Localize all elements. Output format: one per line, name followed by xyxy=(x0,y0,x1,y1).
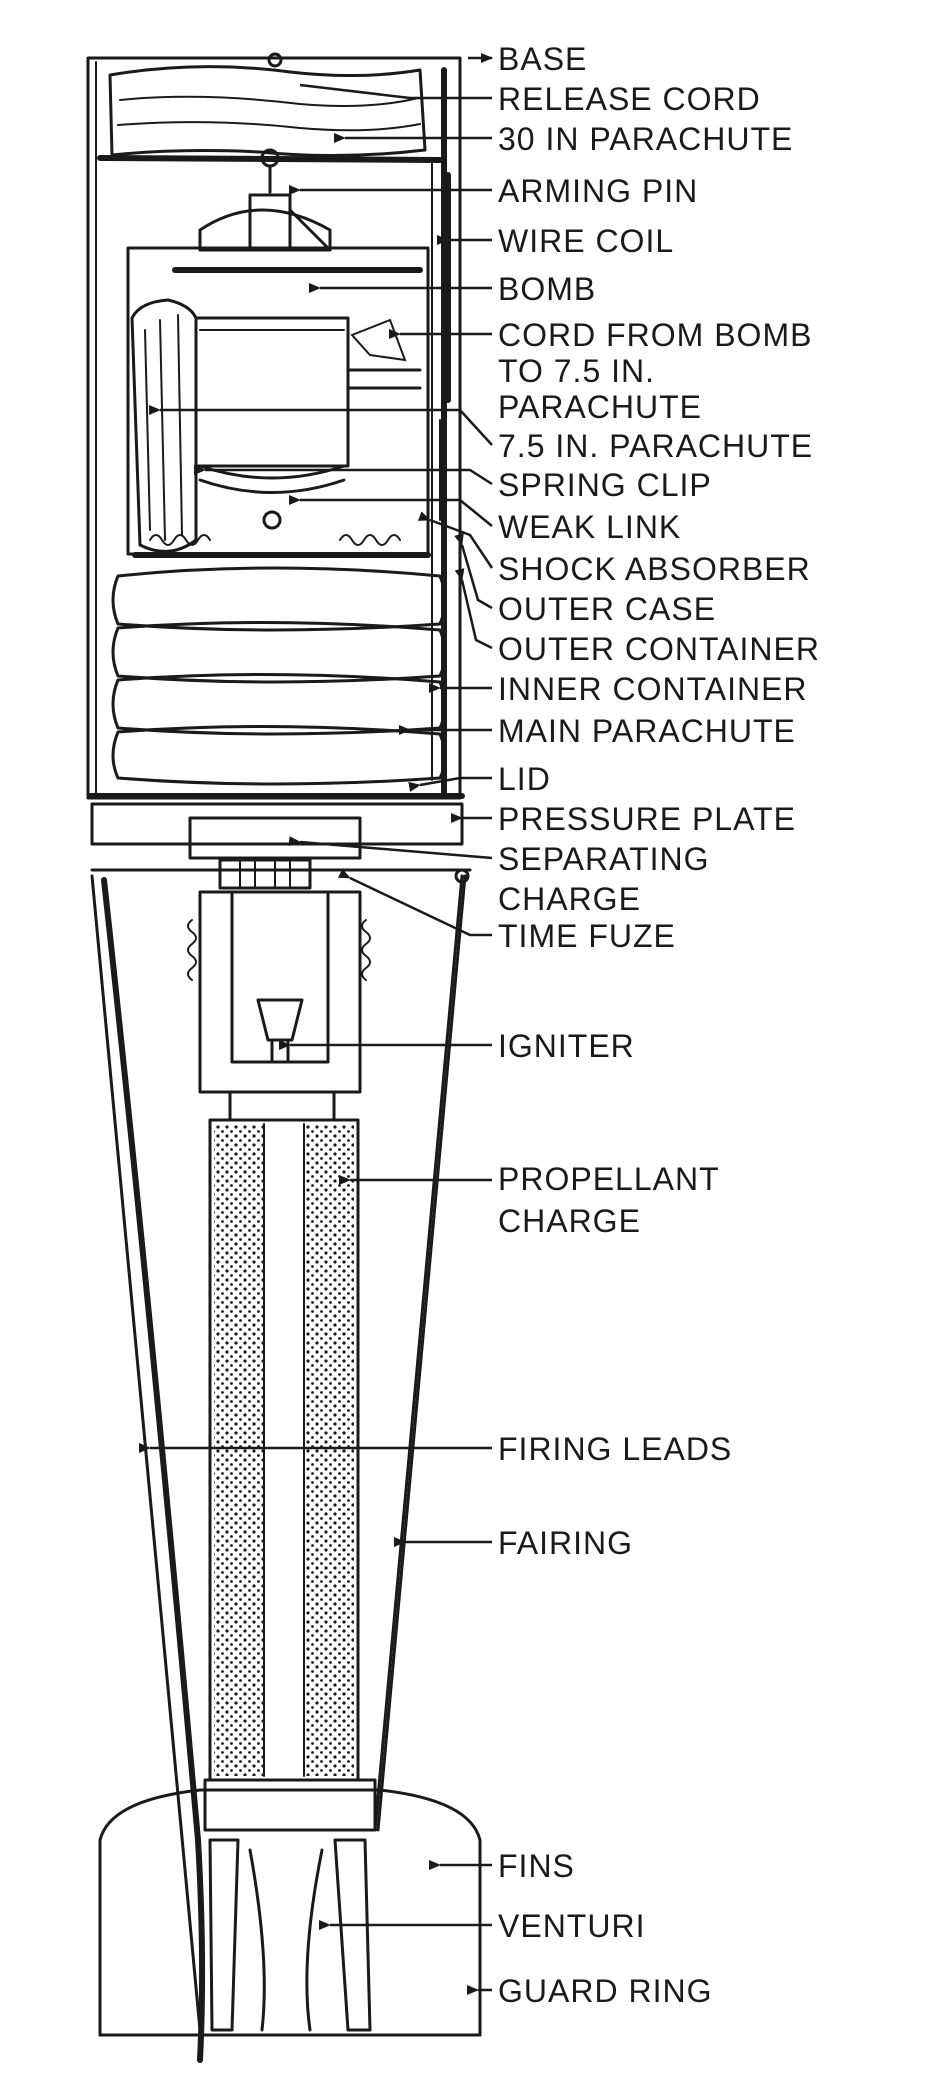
label-cord-from-bomb-line2: TO 7.5 IN. xyxy=(498,353,655,389)
time-fuze xyxy=(188,816,362,890)
venturi xyxy=(203,1778,377,2032)
label-arming-pin: ARMING PIN xyxy=(498,173,698,209)
label-lid: LID xyxy=(498,761,551,797)
label-weak-link: WEAK LINK xyxy=(498,509,681,545)
label-7-5-in-parachute: 7.5 IN. PARACHUTE xyxy=(498,428,813,464)
small-parachute xyxy=(130,298,198,553)
label-inner-container: INNER CONTAINER xyxy=(498,671,808,707)
label-cord-from-bomb-line1: CORD FROM BOMB xyxy=(498,317,812,353)
label-30-in-parachute: 30 IN PARACHUTE xyxy=(498,121,793,157)
label-fairing: FAIRING xyxy=(498,1525,633,1561)
label-fins: FINS xyxy=(498,1848,575,1884)
leader-lines xyxy=(139,53,494,1995)
label-outer-case: OUTER CASE xyxy=(498,591,716,627)
label-bomb: BOMB xyxy=(498,271,596,307)
igniter xyxy=(187,890,371,1122)
label-igniter: IGNITER xyxy=(498,1028,635,1064)
label-time-fuze: TIME FUZE xyxy=(498,918,676,954)
label-propellant-charge-line2: CHARGE xyxy=(498,1203,641,1239)
inner-container xyxy=(126,246,430,556)
label-propellant-charge-line1: PROPELLANT xyxy=(498,1161,720,1197)
label-release-cord: RELEASE CORD xyxy=(498,81,761,117)
shock-absorber xyxy=(132,478,431,558)
arming-pin xyxy=(172,148,423,273)
label-base: BASE xyxy=(498,41,587,77)
pressure-plate xyxy=(87,793,472,884)
label-shock-absorber: SHOCK ABSORBER xyxy=(498,551,811,587)
bomb xyxy=(194,316,422,480)
release-cord-packet xyxy=(97,52,443,163)
label-firing-leads: FIRING LEADS xyxy=(498,1431,732,1467)
label-separating-charge-line2: CHARGE xyxy=(498,881,641,917)
label-separating-charge-line1: SEPARATING xyxy=(498,841,710,877)
label-guard-ring: GUARD RING xyxy=(498,1973,712,2009)
propellant-charge xyxy=(208,1118,360,1782)
firing-leads xyxy=(101,877,206,2063)
outer-case xyxy=(86,56,462,800)
fairing xyxy=(90,874,467,2032)
label-main-parachute: MAIN PARACHUTE xyxy=(498,713,796,749)
label-outer-container: OUTER CONTAINER xyxy=(498,631,820,667)
label-spring-clip: SPRING CLIP xyxy=(498,467,712,503)
main-parachute xyxy=(111,566,447,786)
label-pressure-plate: PRESSURE PLATE xyxy=(498,801,796,837)
fins xyxy=(98,1788,482,2037)
label-group: BASE RELEASE CORD 30 IN PARACHUTE ARMING… xyxy=(498,41,820,2009)
label-cord-from-bomb-line3: PARACHUTE xyxy=(498,389,702,425)
label-venturi: VENTURI xyxy=(498,1908,645,1944)
label-wire-coil: WIRE COIL xyxy=(498,223,674,259)
